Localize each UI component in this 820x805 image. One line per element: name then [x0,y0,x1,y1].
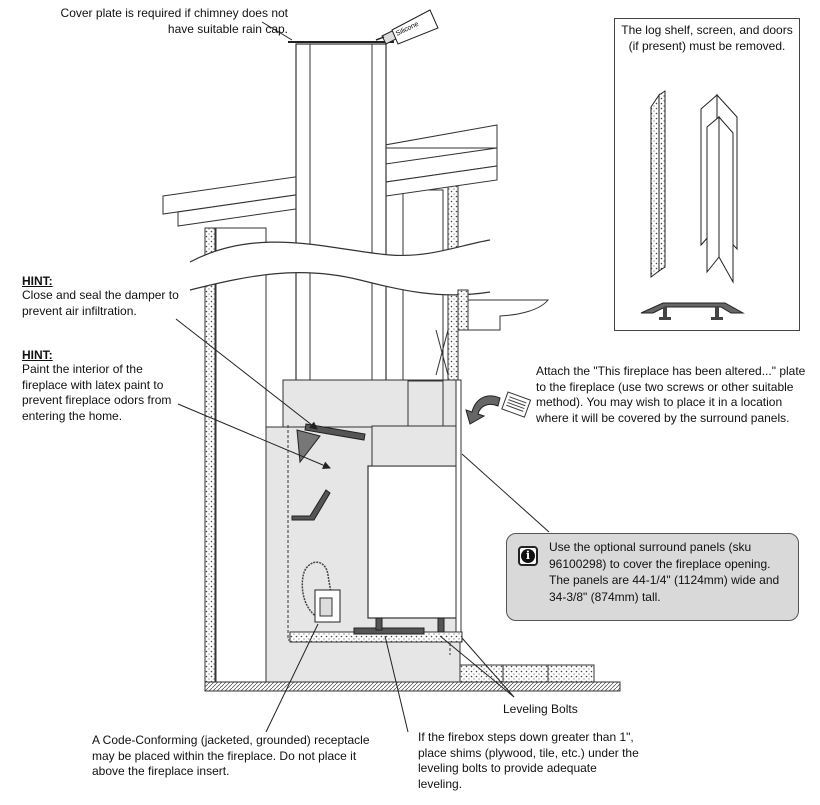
info-box-text: Use the optional surround panels (sku 96… [549,540,780,604]
fireplace-doors [700,93,738,284]
hint-damper-title: HINT: [22,274,53,288]
leveling-bolts-label: Leveling Bolts [503,702,578,716]
log-shelf [640,302,745,320]
info-icon: i [518,546,538,566]
silicone-tube: Silicone [375,9,439,45]
damper-handle [291,489,331,521]
chimney [288,41,394,425]
damper [296,423,366,464]
floor [204,681,621,692]
leveling-bolts-graphic [353,617,445,635]
mantel [457,289,550,331]
break-line [189,239,491,296]
cover-plate-note: Cover plate is required if chimney does … [60,6,288,36]
receptacle-note: A Code-Conforming (jacketed, grounded) r… [92,733,370,778]
removal-inset: The log shelf, screen, and doors (if pre… [614,18,800,331]
hint-damper: HINT: Close and seal the damper to preve… [22,274,207,319]
hint-paint-text: Paint the interior of the fireplace with… [22,362,172,423]
curved-arrow [465,395,501,425]
hearth-extension [457,664,595,683]
hint-paint-title: HINT: [22,348,53,362]
shims-note: If the firebox steps down greater than 1… [418,730,639,791]
fireplace-insert [289,379,463,643]
leader-lines [175,21,550,733]
receptacle [301,561,341,623]
hint-paint: HINT: Paint the interior of the fireplac… [22,348,182,424]
removed-parts-graphic [640,90,745,320]
inset-note: The log shelf, screen, and doors (if pre… [621,23,793,53]
fireplace-screen [650,90,666,278]
left-wall [204,227,267,683]
altered-plate-icon [501,391,532,418]
attach-plate-note: Attach the "This fireplace has been alte… [536,364,806,425]
info-box: i Use the optional surround panels (sku … [506,533,799,621]
hint-damper-text: Close and seal the damper to prevent air… [22,288,179,318]
